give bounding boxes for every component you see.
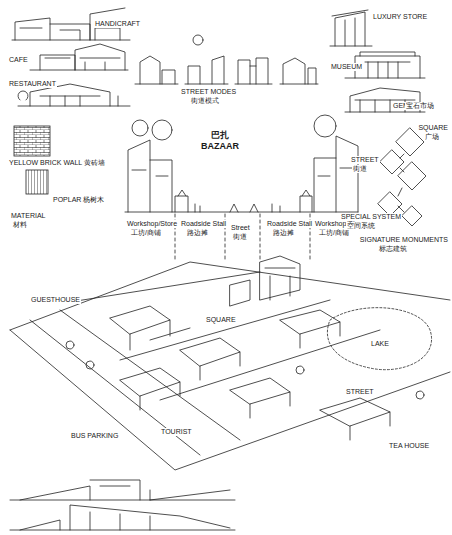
zone-label: Roadside Stall: [266, 220, 313, 228]
zone-label: 工坊/商铺: [318, 229, 350, 237]
system-label: 标志建筑: [378, 245, 408, 253]
zone-label: 工坊/商铺: [130, 229, 162, 237]
building-label: LUXURY STORE: [372, 13, 428, 21]
site-label: TOURIST: [160, 428, 193, 436]
site-label: BUS PARKING: [70, 432, 119, 440]
luxury-store-elevation: [330, 10, 372, 46]
section-title: MATERIAL: [10, 212, 47, 220]
zone-label: 街道: [232, 233, 248, 241]
street-mode-sections: [135, 35, 318, 84]
zone-label: Roadside Stall: [180, 220, 227, 228]
building-label: CAFE: [8, 56, 29, 64]
bazaar-title: BAZAAR: [200, 141, 240, 151]
building-label: MUSEUM: [330, 63, 363, 71]
zone-label: 路边摊: [186, 229, 209, 237]
section-title: SPECIAL SYSTEM: [340, 213, 402, 221]
system-label: 街道: [352, 165, 368, 173]
cafe-elevation: [30, 44, 128, 70]
system-label: SIGNATURE MONUMENTS: [359, 236, 449, 244]
building-label: 宝石市场: [405, 102, 435, 110]
bazaar-section: [125, 115, 358, 262]
building-label: RESTAURANT: [8, 80, 57, 88]
section-title: 材料: [12, 221, 28, 229]
section-title: 空间系统: [346, 222, 376, 230]
site-label: SQUARE: [205, 316, 237, 324]
bazaar-title: 巴扎: [210, 130, 230, 140]
zone-label: Workshop/Store: [126, 220, 178, 228]
poplar-swatch: [26, 170, 48, 194]
site-label: GUESTHOUSE: [30, 296, 81, 304]
material-label: YELLOW BRICK WALL 黄砖墙: [8, 159, 106, 167]
system-label: STREET: [350, 156, 380, 164]
site-sections: [10, 480, 235, 530]
site-label: LAKE: [370, 340, 390, 348]
site-label: TEA HOUSE: [388, 442, 430, 450]
section-title: STREET MODES: [180, 88, 237, 96]
building-label: HANDICRAFT: [94, 20, 141, 28]
spatial-system-diagram: [378, 128, 426, 226]
site-label: STREET: [345, 388, 375, 396]
system-label: SQUARE: [417, 124, 449, 132]
system-label: 广场: [424, 133, 440, 141]
brick-swatch: [14, 126, 50, 156]
material-label: POPLAR 杨树木: [52, 196, 105, 204]
zone-label: Street: [230, 224, 251, 232]
section-title: 街道模式: [190, 97, 220, 105]
site-axonometric: [10, 256, 450, 470]
zone-label: 路边摊: [272, 229, 295, 237]
